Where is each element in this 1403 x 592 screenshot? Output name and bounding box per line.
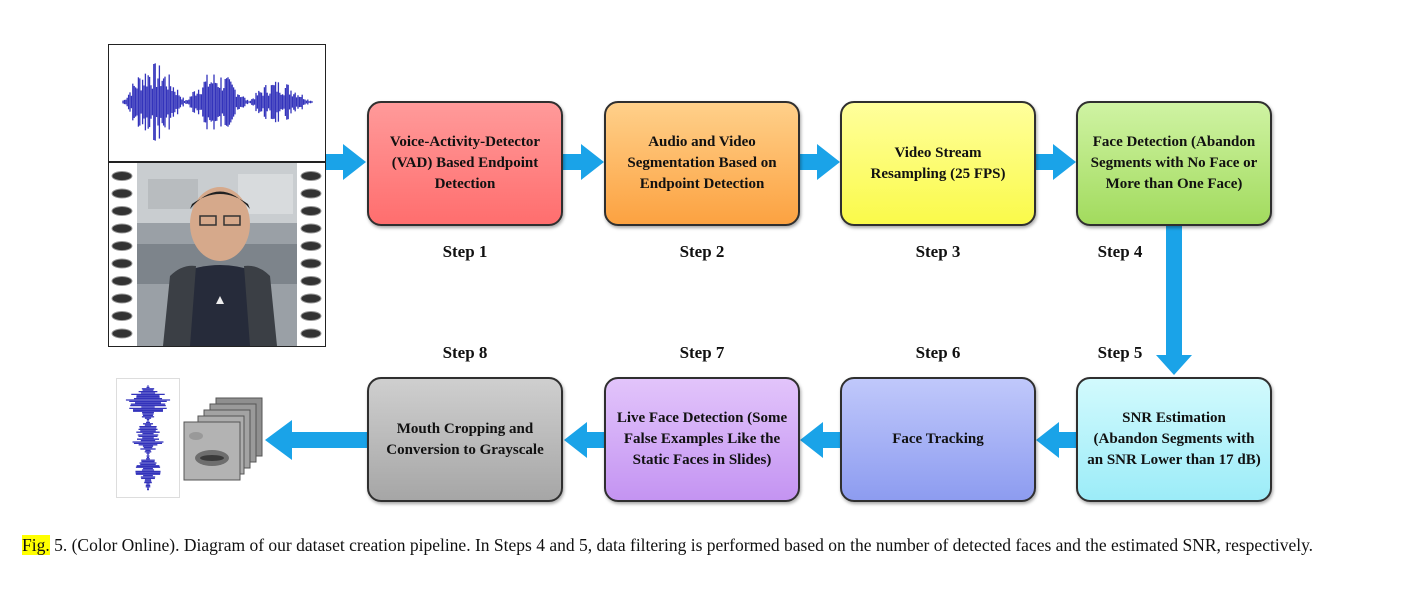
step4-box: Face Detection (Abandon Segments with No… xyxy=(1076,101,1272,226)
caption-text: 5. (Color Online). Diagram of our datase… xyxy=(49,535,1314,555)
step1-text: Voice-Activity-Detector (VAD) Based Endp… xyxy=(389,134,541,192)
step6-box: Face Tracking xyxy=(840,377,1036,502)
arrow-step5-to-step6 xyxy=(1036,422,1077,458)
step4-text: Face Detection (Abandon Segments with No… xyxy=(1090,134,1258,192)
step1-label: Step 1 xyxy=(442,242,488,261)
step6-label: Step 6 xyxy=(915,343,961,362)
step6-text: Face Tracking xyxy=(892,431,984,447)
arrow-step3-to-step4 xyxy=(1035,144,1076,180)
step3-label: Step 3 xyxy=(915,242,961,261)
speaker-video-frame xyxy=(137,163,297,346)
arrow-step1-to-step2 xyxy=(563,144,604,180)
output-waveform-icon xyxy=(125,385,171,491)
step1-box: Voice-Activity-Detector (VAD) Based Endp… xyxy=(367,101,563,226)
step3-box: Video Stream Resampling (25 FPS) xyxy=(840,101,1036,226)
arrow-step4-to-step5 xyxy=(1156,226,1192,375)
step2-text: Audio and Video Segmentation Based on En… xyxy=(627,134,777,192)
arrow-step8-to-output xyxy=(265,420,367,460)
caption-fig-label: Fig. xyxy=(22,535,50,555)
step4-label: Step 4 xyxy=(1097,242,1143,261)
step3-text: Video Stream Resampling (25 FPS) xyxy=(870,144,1006,182)
arrow-step7-to-step8 xyxy=(564,422,605,458)
step5-text: SNR Estimation (Abandon Segments with an… xyxy=(1087,410,1261,468)
step5-box: SNR Estimation (Abandon Segments with an… xyxy=(1076,377,1272,502)
step2-box: Audio and Video Segmentation Based on En… xyxy=(604,101,800,226)
step7-text: Live Face Detection (Some False Examples… xyxy=(616,410,788,468)
audio-waveform-icon xyxy=(122,63,313,141)
step7-label: Step 7 xyxy=(679,343,725,362)
input-audio-video-illustration xyxy=(108,44,326,347)
step2-label: Step 2 xyxy=(679,242,725,261)
figure-caption: Fig. 5. (Color Online). Diagram of our d… xyxy=(22,534,1382,557)
output-illustration xyxy=(116,378,263,498)
arrow-input-to-step1 xyxy=(326,144,366,180)
person-face-icon xyxy=(190,187,250,261)
arrow-step2-to-step3 xyxy=(799,144,840,180)
step8-label: Step 8 xyxy=(442,343,488,362)
film-strip-icon xyxy=(111,171,322,339)
step8-text: Mouth Cropping and Conversion to Graysca… xyxy=(386,420,544,458)
step7-box: Live Face Detection (Some False Examples… xyxy=(604,377,800,502)
grayscale-mouth-frames-icon xyxy=(183,397,263,481)
step8-box: Mouth Cropping and Conversion to Graysca… xyxy=(367,377,563,502)
arrow-step6-to-step7 xyxy=(800,422,841,458)
step5-label: Step 5 xyxy=(1097,343,1143,362)
